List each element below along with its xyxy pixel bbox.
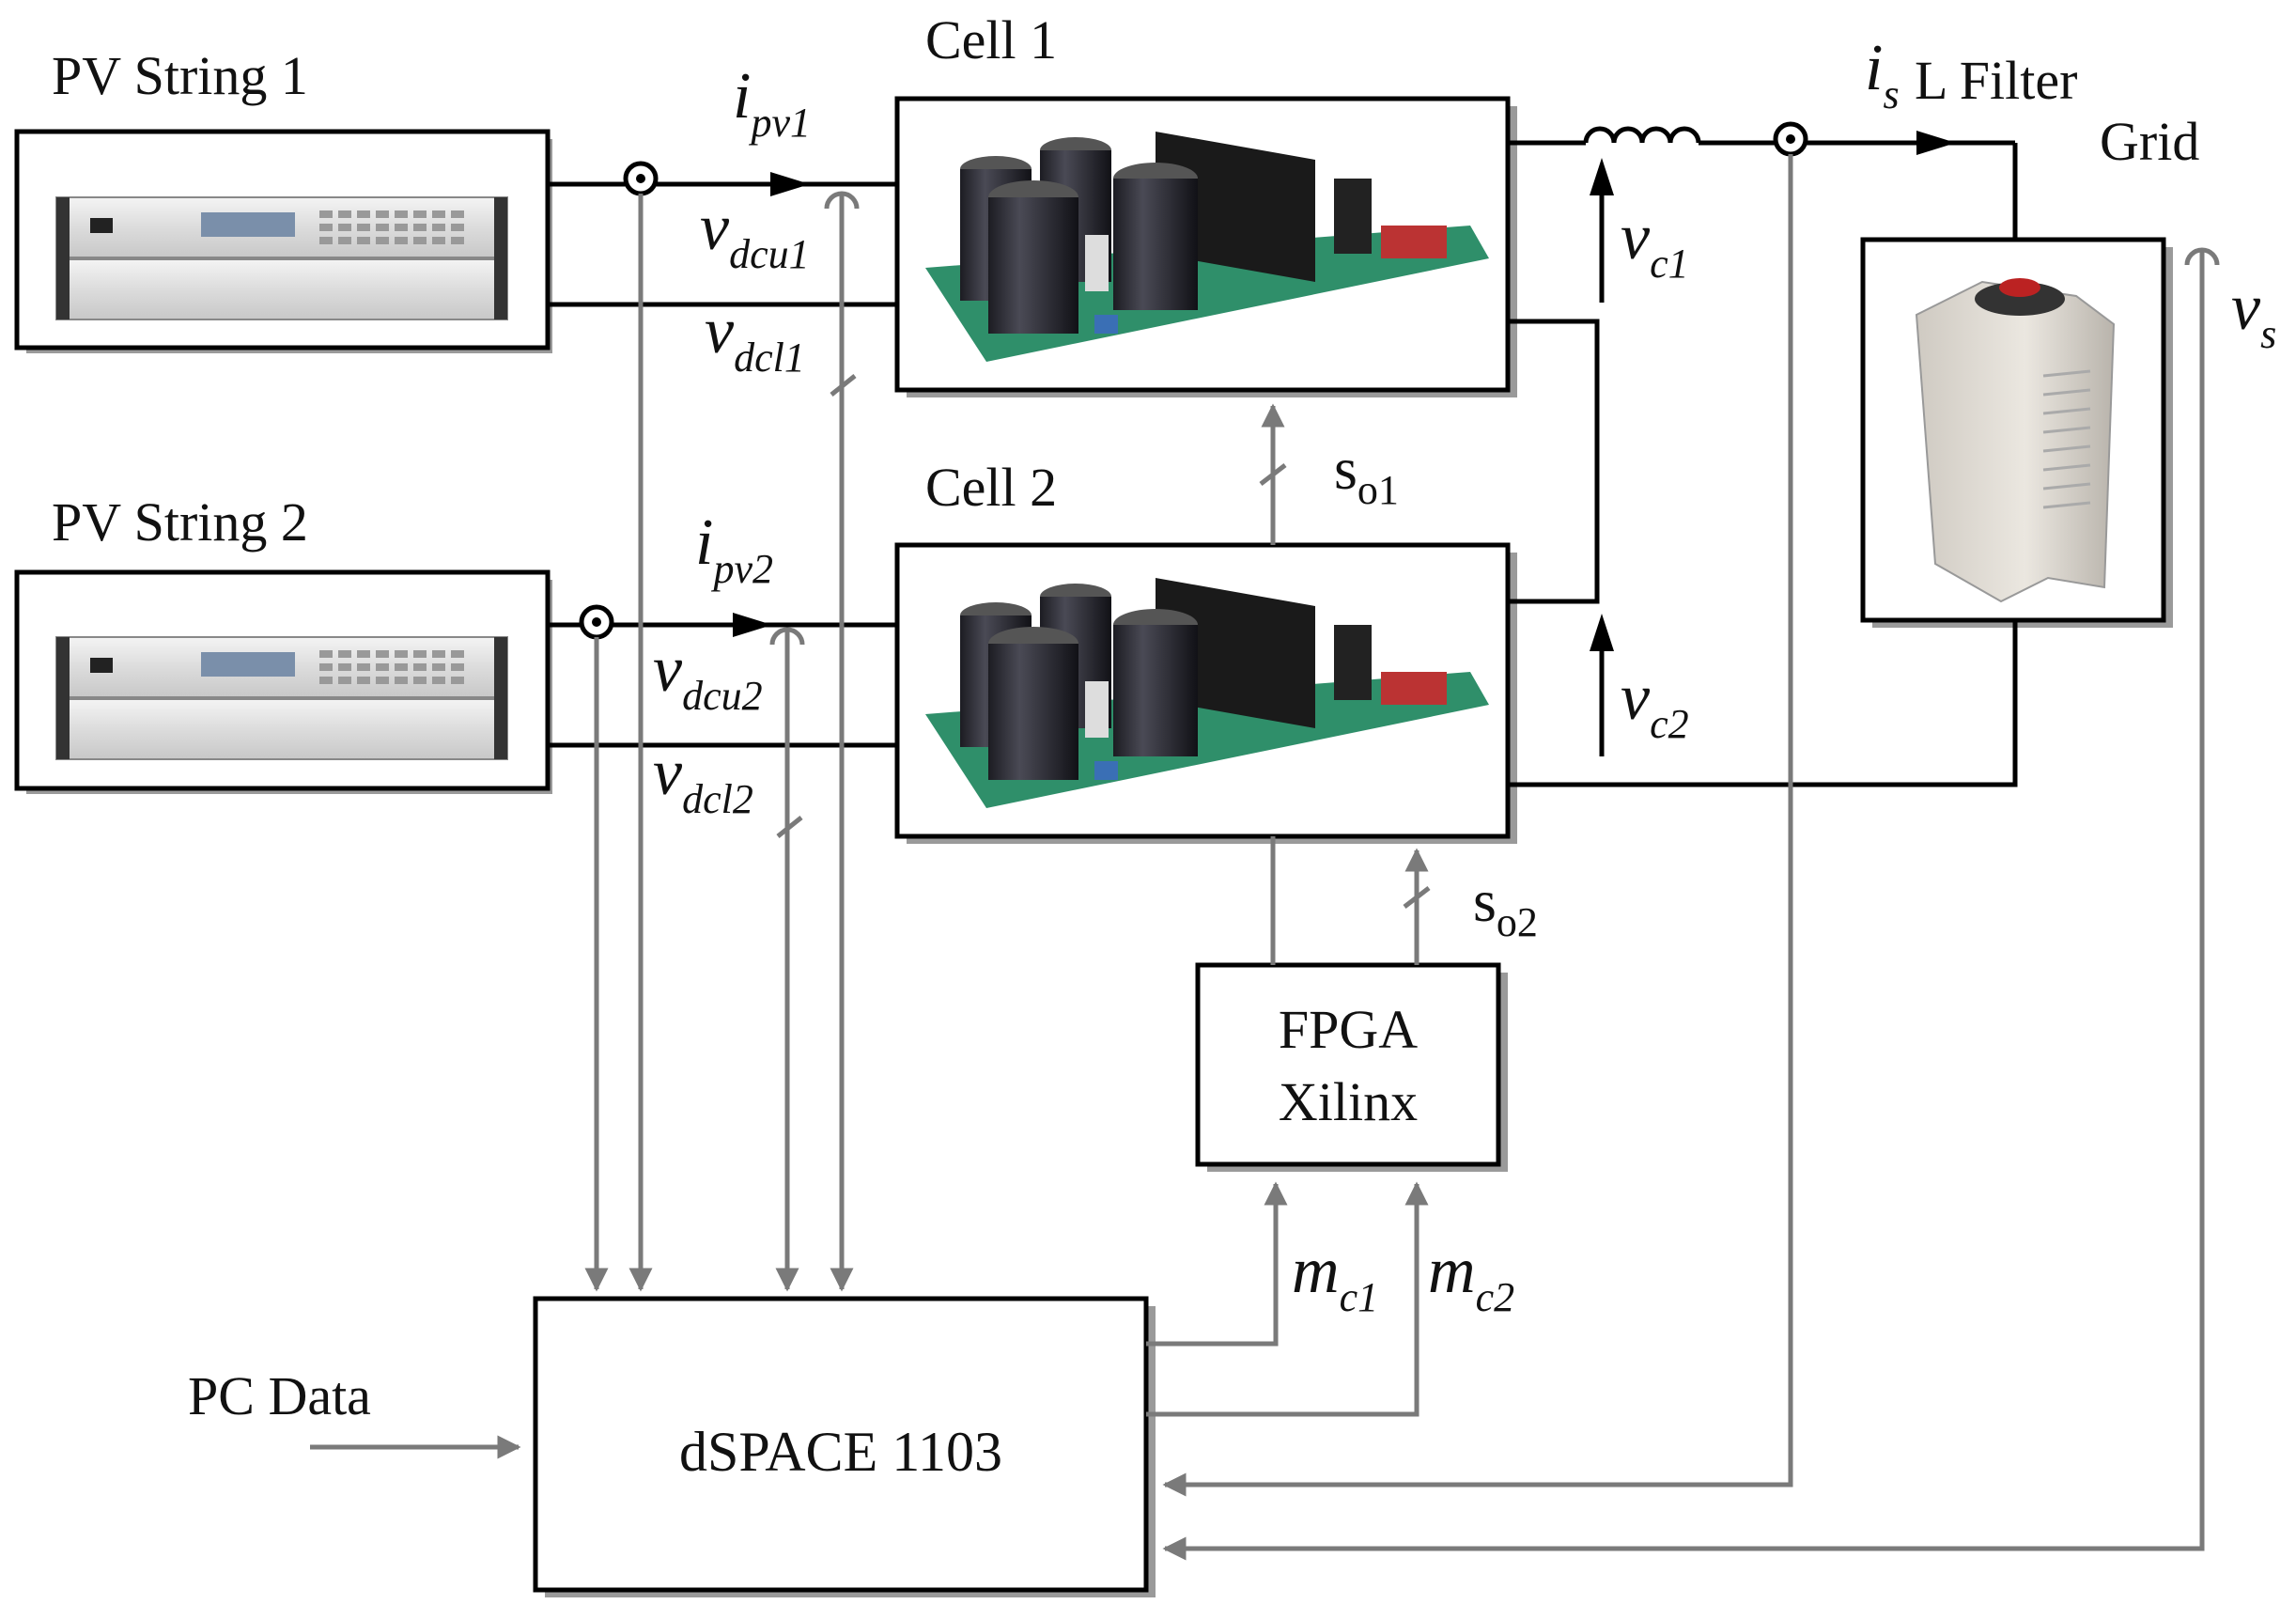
cell-2-block [894,542,1517,844]
grid-label: Grid [2100,111,2199,172]
is-label: is [1865,32,1900,117]
vc1-arrow-head [1590,158,1614,195]
so2-label: so2 [1473,867,1538,945]
vs-label: vs [2231,272,2276,357]
mc1-label: mc1 [1292,1235,1378,1320]
pv-string-1-label: PV String 1 [52,45,308,106]
pv-string-1-block [14,129,552,353]
power-wiring [548,126,2018,787]
signal-wiring [310,154,2220,1561]
vdcl1-label: vdcl1 [705,295,805,381]
dspace-label: dSPACE 1103 [679,1421,1002,1483]
cell-1-label: Cell 1 [925,9,1057,70]
l-filter-label: L Filter [1915,50,2077,111]
fpga-block [1195,962,1508,1172]
vdcu1-label: vdcu1 [700,192,810,277]
cell-2-label: Cell 2 [925,457,1057,518]
ipv2-label: ipv2 [695,506,773,592]
pc-data-label: PC Data [188,1365,371,1426]
pv-string-2-label: PV String 2 [52,491,308,553]
pv-simulator-1-image [55,196,508,320]
vdcl2-label: vdcl2 [653,737,753,822]
mc2-label: mc2 [1428,1235,1514,1320]
fpga-label: FPGA [1279,999,1418,1060]
current-arrows [733,131,1956,637]
inverter-board-1-image [925,132,1489,362]
vc1-label: vc1 [1621,201,1689,287]
cell-1-block [894,96,1517,397]
ipv1-arrow [770,172,810,196]
pv-string-2-block [14,569,552,794]
voltage-arrows [1590,158,1614,756]
vc2-arrow-head [1590,614,1614,651]
fpga-model-label: Xilinx [1279,1071,1418,1132]
dspace-block [533,1296,1156,1597]
variac-transformer-image [1915,278,2116,603]
so1-label: so1 [1334,435,1399,513]
grid-block [1860,237,2173,628]
ipv1-label: ipv1 [733,60,811,146]
is-arrow [1916,131,1956,155]
current-sensors [579,121,1808,640]
pv-simulator-2-image [55,636,508,760]
inverter-board-2-image [925,578,1489,808]
vc2-label: vc2 [1621,662,1689,747]
vdcu2-label: vdcu2 [653,633,763,719]
ipv2-arrow [733,613,772,637]
